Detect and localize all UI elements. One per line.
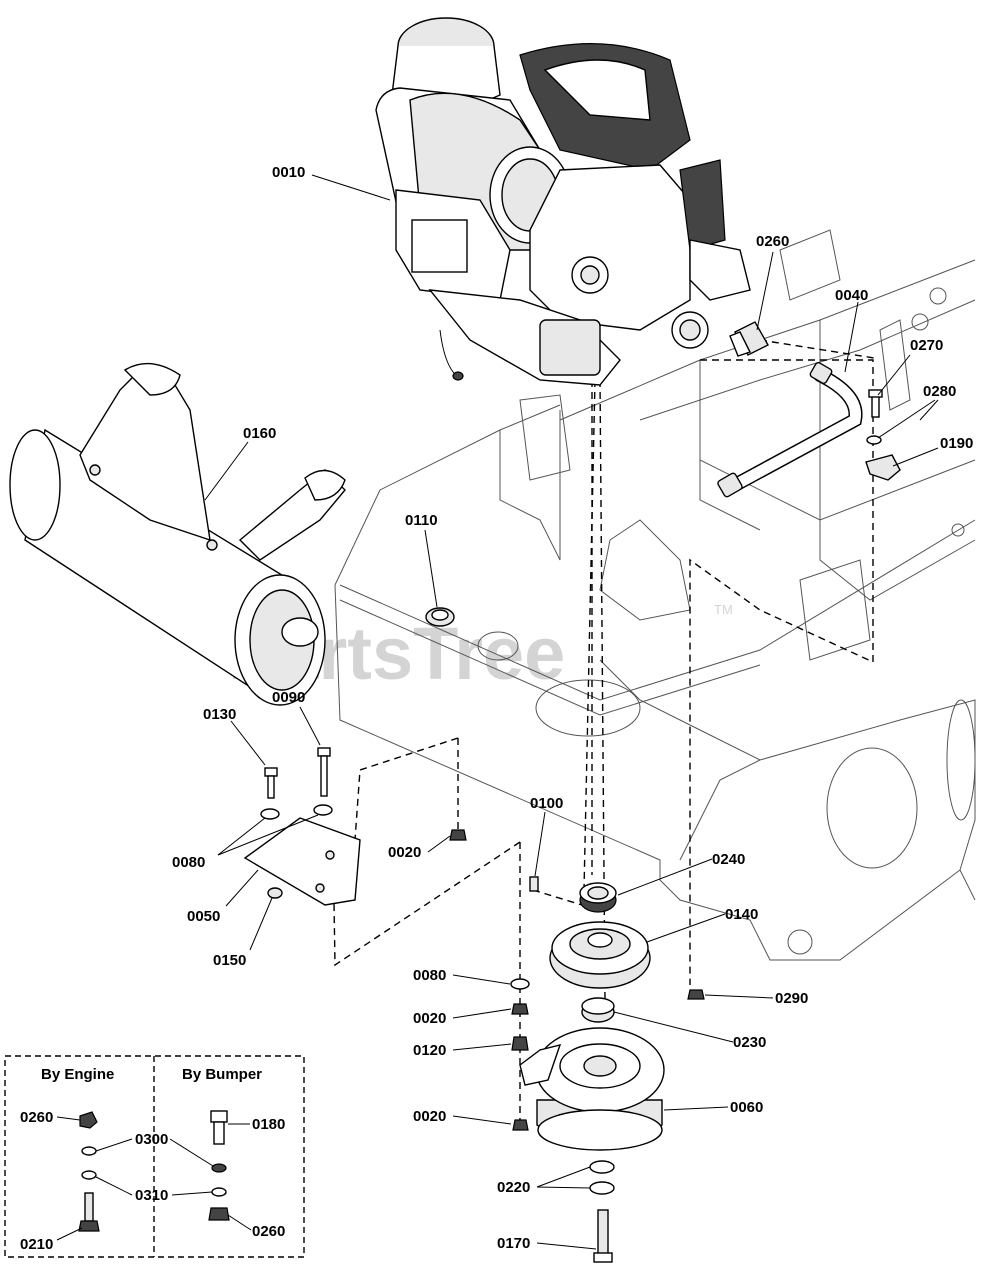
inset-bolt-0210-head [78,1220,100,1232]
inset-bolt-0210-shank [84,1192,94,1222]
callout-0060: 0060 [730,1099,763,1116]
callout-0260: 0260 [756,233,789,250]
nut-0020-b [511,1003,529,1015]
callout-0190: 0190 [940,435,973,452]
callout-0220: 0220 [497,1179,530,1196]
callout-0090: 0090 [272,689,305,706]
inset-bolt-0180-head [210,1110,228,1123]
callout-0020-b: 0020 [413,1010,446,1027]
inset-lockwasher-left [81,1146,97,1156]
callout-0040: 0040 [835,287,868,304]
inset-lockwasher-right [211,1163,227,1173]
callout-0240: 0240 [712,851,745,868]
inset-nut-0260-right [208,1207,230,1221]
bolt-0170 [593,1209,613,1263]
washer-0220-b [589,1181,615,1195]
callout-0050: 0050 [187,908,220,925]
callout-0080-right: 0080 [413,967,446,984]
inset-label-0260-right: 0260 [252,1223,285,1240]
fitting-0260 [729,321,769,357]
leader-lines [204,174,939,1250]
inset-label-0300: 0300 [135,1131,168,1148]
callout-0280: 0280 [923,383,956,400]
callout-0160: 0160 [243,425,276,442]
clamp-0190 [865,454,901,481]
callout-0080-left: 0080 [172,854,205,871]
callout-0270: 0270 [910,337,943,354]
callout-0130: 0130 [203,706,236,723]
callout-0290: 0290 [775,990,808,1007]
fuel-hose [717,361,863,498]
nut-0020-a [449,829,467,841]
bearing-0240 [579,882,617,913]
inset-washer-right [211,1187,227,1197]
chassis-frame [334,229,976,961]
bolt-0090 [317,747,331,797]
bushing-0230 [581,997,615,1023]
bolt-0130 [264,767,278,799]
inset-bolt-0180-shank [213,1121,225,1145]
washer-0280 [866,435,882,445]
callout-0230: 0230 [733,1034,766,1051]
pulley-0140 [549,921,651,989]
washer-0080-b [313,804,333,816]
muffler [9,362,346,706]
inset-title-by-engine: By Engine [41,1066,114,1083]
clutch-0060 [519,1027,665,1151]
callout-0170: 0170 [497,1235,530,1252]
callout-0150: 0150 [213,952,246,969]
callout-0110: 0110 [405,512,438,529]
key-0100 [529,876,539,892]
washer-0220-a [589,1160,615,1174]
callout-0010: 0010 [272,164,305,181]
callout-0100: 0100 [530,795,563,812]
nut-0120 [511,1036,529,1051]
inset-label-0260-left: 0260 [20,1109,53,1126]
nut-0290 [687,989,705,1000]
plate-hole [325,850,335,860]
watermark-trademark: TM [714,602,733,617]
inset-label-0180: 0180 [252,1116,285,1133]
callout-0140: 0140 [725,906,758,923]
callout-0020-c: 0020 [413,1108,446,1125]
inset-box: By Engine By Bumper 0260 0300 0310 0210 … [4,1055,305,1258]
washer-0080-right [510,978,530,990]
nut-0020-c [512,1119,529,1131]
callout-labels: 0010 0260 0040 0270 0280 0190 0160 0110 … [172,164,973,1252]
grommet-0110 [425,607,455,627]
inset-label-0310: 0310 [135,1187,168,1204]
inset-washer-left [81,1170,97,1180]
engine [375,17,751,386]
plate-hole [315,883,325,893]
callout-0020-a: 0020 [388,844,421,861]
inset-nut-0260-left [79,1111,98,1129]
inset-label-0210: 0210 [20,1236,53,1253]
bolt-0270 [868,389,883,418]
callout-0120: 0120 [413,1042,446,1059]
inset-title-by-bumper: By Bumper [182,1066,262,1083]
washer-0080-a [260,808,280,820]
plate-0050 [243,817,361,906]
nut-0150 [267,887,283,899]
